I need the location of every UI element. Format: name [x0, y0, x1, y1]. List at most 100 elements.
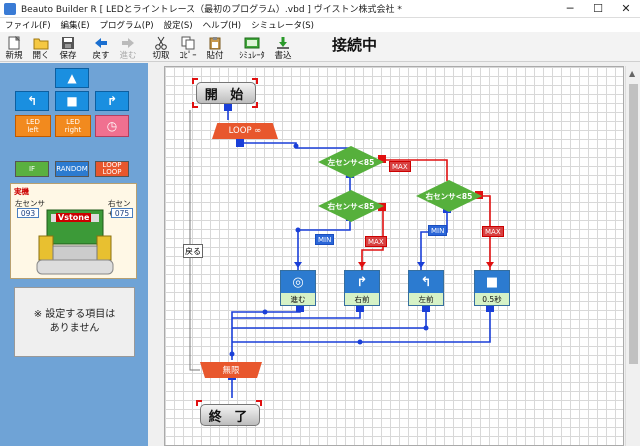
led-left-label: LED left	[26, 118, 40, 134]
new-file-icon	[8, 36, 21, 50]
menu-program[interactable]: プログラム(P)	[99, 21, 154, 31]
condition-right-sensor-a[interactable]: 右センサ<85	[318, 190, 384, 222]
block-palette: ▲ ↰ ■ ↱ LED left LED right ◷ IF RANDOM L…	[0, 63, 148, 446]
menu-file[interactable]: ファイル(F)	[5, 21, 51, 31]
minimize-button[interactable]: ─	[566, 2, 574, 15]
action-right-label: 右前	[345, 293, 379, 305]
menu-edit[interactable]: 編集(E)	[60, 21, 90, 31]
vertical-scrollbar[interactable]: ▲	[625, 66, 640, 446]
condition-right-a-label: 右センサ<85	[327, 201, 375, 211]
simulator-icon	[244, 37, 260, 49]
start-block[interactable]: 開 始	[196, 82, 256, 104]
action-left-label: 左前	[409, 293, 443, 305]
action-wait-label: 0.5秒	[475, 293, 509, 305]
write-button[interactable]: 書込	[270, 33, 296, 61]
branch-max-tag: MAX	[482, 226, 504, 237]
left-sensor-label: 左センサ	[15, 199, 45, 208]
download-green-icon	[277, 37, 289, 49]
menu-bar: ファイル(F) 編集(E) プログラム(P) 設定(S) ヘルプ(H) シミュレ…	[0, 18, 640, 32]
if-label: IF	[28, 164, 36, 173]
if-block[interactable]: IF	[15, 161, 49, 177]
redo-label: 進む	[119, 51, 137, 61]
return-label: 戻る	[183, 244, 203, 258]
floppy-icon	[62, 37, 74, 49]
action-right-forward[interactable]: ↱ 右前	[344, 270, 380, 306]
close-button[interactable]: ✕	[621, 2, 631, 15]
window-title: Beauto Builder R [ LEDとライントレース（最初のプログラム）…	[21, 5, 402, 15]
title-bar: Beauto Builder R [ LEDとライントレース（最初のプログラム）…	[0, 0, 640, 18]
condition-right-sensor-b[interactable]: 右センサ<85	[416, 180, 482, 212]
new-button[interactable]: 新規	[1, 33, 27, 61]
branch-min-tag: MIN	[315, 234, 335, 245]
vstone-logo: Vstone	[56, 213, 92, 222]
branch-max-tag: MAX	[365, 236, 387, 247]
action-forward-label: 進む	[281, 293, 315, 305]
led-left-block[interactable]: LED left	[15, 115, 51, 137]
led-right-label: LED right	[64, 118, 82, 134]
condition-right-b-label: 右センサ<85	[425, 191, 473, 201]
menu-settings[interactable]: 設定(S)	[163, 21, 193, 31]
copy-button[interactable]: ｺﾋﾟｰ	[175, 33, 201, 61]
right-sensor-value: 075	[111, 208, 133, 218]
condition-left-label: 左センサ<85	[327, 157, 375, 167]
end-block[interactable]: 終 了	[200, 404, 260, 426]
branch-min-tag: MIN	[428, 225, 448, 236]
cut-button[interactable]: 切取	[148, 33, 174, 61]
random-label: RANDOM	[56, 164, 88, 173]
wheel-icon: ◎	[281, 271, 315, 293]
action-wait[interactable]: ■ 0.5秒	[474, 270, 510, 306]
folder-open-icon	[33, 38, 49, 50]
loop-end-block[interactable]: 無限	[200, 362, 262, 378]
arrow-turn-right-icon: ↱	[345, 271, 379, 293]
stop-square-icon: ■	[475, 271, 509, 293]
random-block[interactable]: RANDOM	[55, 161, 89, 177]
menu-help[interactable]: ヘルプ(H)	[202, 21, 242, 31]
copy-icon	[181, 36, 195, 50]
start-label: 開 始	[204, 87, 248, 103]
loop-block[interactable]: LOOP LOOP	[95, 161, 129, 177]
arrow-turn-right-icon: ↱	[106, 94, 118, 108]
connection-status: 接続中	[332, 36, 378, 54]
forward-block[interactable]: ▲	[55, 68, 89, 88]
stop-block[interactable]: ■	[55, 91, 89, 111]
timer-block[interactable]: ◷	[95, 115, 129, 137]
robot-status-panel: 実機 左センサ 右センサ 093 075 Vstone	[10, 183, 137, 279]
cut-label: 切取	[152, 51, 170, 61]
loop-start-block[interactable]: LOOP ∞	[212, 123, 278, 139]
clock-icon: ◷	[106, 119, 118, 133]
robot-heading: 実機	[14, 187, 29, 196]
simulator-button[interactable]: ｼﾐｭﾚｰﾀ	[235, 33, 269, 61]
maximize-button[interactable]: ☐	[593, 2, 603, 15]
scroll-thumb[interactable]	[629, 84, 638, 364]
led-right-block[interactable]: LED right	[55, 115, 91, 137]
paste-button[interactable]: 貼付	[202, 33, 228, 61]
scroll-up-icon[interactable]: ▲	[629, 69, 636, 78]
scissors-icon	[155, 36, 167, 50]
condition-left-sensor[interactable]: 左センサ<85	[318, 146, 384, 178]
settings-info-box: ※ 設定する項目は ありません	[14, 287, 135, 357]
clipboard-icon	[209, 37, 221, 50]
branch-max-tag: MAX	[389, 161, 411, 172]
turn-right-block[interactable]: ↱	[95, 91, 129, 111]
new-label: 新規	[5, 51, 23, 61]
turn-left-block[interactable]: ↰	[15, 91, 49, 111]
paste-label: 貼付	[206, 51, 224, 61]
left-sensor-value: 093	[17, 208, 39, 218]
copy-label: ｺﾋﾟｰ	[179, 51, 197, 61]
menu-simulator[interactable]: シミュレータ(S)	[251, 21, 314, 31]
save-button[interactable]: 保存	[55, 33, 81, 61]
open-button[interactable]: 開く	[28, 33, 54, 61]
write-label: 書込	[274, 51, 292, 61]
action-forward[interactable]: ◎ 進む	[280, 270, 316, 306]
end-label: 終 了	[208, 409, 252, 425]
redo-arrow-icon	[122, 38, 134, 48]
save-label: 保存	[59, 51, 77, 61]
undo-arrow-icon	[95, 38, 107, 48]
undo-button[interactable]: 戻す	[88, 33, 114, 61]
open-label: 開く	[32, 51, 50, 61]
settings-info-text: ※ 設定する項目は ありません	[33, 309, 116, 334]
action-left-forward[interactable]: ↰ 左前	[408, 270, 444, 306]
loop-label: LOOP LOOP	[102, 161, 122, 176]
redo-button[interactable]: 進む	[115, 33, 141, 61]
arrow-turn-left-icon: ↰	[409, 271, 443, 293]
